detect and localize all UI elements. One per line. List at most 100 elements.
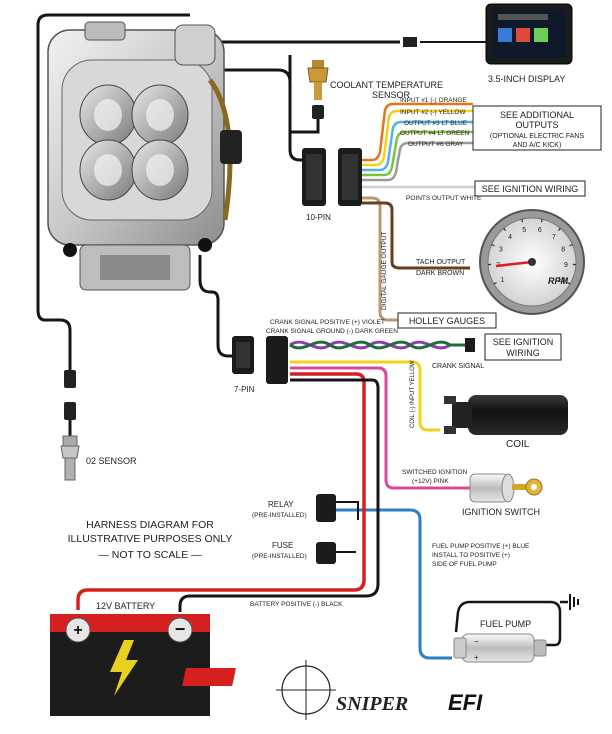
brand-logo: Holley SNIPER EFI [182, 660, 483, 720]
label-output4: OUTPUT #4 LT GREEN [400, 130, 470, 137]
gauge-number: 6 [538, 227, 542, 234]
gauge-tick [569, 244, 573, 247]
gauge-rpm-text: RPM [548, 276, 569, 286]
gauge-number: 7 [552, 234, 556, 241]
tach-gauge: 12345678910 RPM [479, 209, 585, 315]
sniper-text: SNIPER [336, 693, 408, 715]
additional-line-1: SEE ADDITIONAL [500, 110, 574, 120]
label-battery-neg: BATTERY POSITIVE (-) BLACK [250, 601, 343, 608]
holley-gauges-callout: HOLLEY GAUGES [397, 312, 497, 329]
note-line-1: HARNESS DIAGRAM FOR [86, 519, 214, 531]
ignition-wiring-callout-top: SEE IGNITION WIRING [474, 180, 586, 197]
label-input1: INPUT #1 (-) ORANGE [400, 97, 467, 104]
label-crank-pos: CRANK SIGNAL POSITIVE (+) VIOLET [270, 319, 385, 326]
relay: RELAY (PRE-INSTALLED) [252, 494, 336, 522]
ignition-wiring-callout: SEE IGNITION WIRING [484, 333, 562, 361]
label-fuel-pos-3: SIDE OF FUEL PUMP [432, 561, 497, 568]
svg-text:−: − [175, 619, 186, 639]
ignition-coil: + − COIL [444, 395, 568, 450]
throttle-body [47, 21, 242, 291]
seven-pin-connector: 7-PIN [232, 336, 288, 394]
wire-brown [362, 201, 470, 270]
wire-red [76, 372, 366, 610]
wire-blue [335, 508, 452, 660]
label-output6: OUTPUT #6 GRAY [408, 141, 464, 148]
ignition-wiring-top-label: SEE IGNITION WIRING [482, 184, 579, 194]
svg-text:+: + [73, 622, 82, 639]
wire-lt-blue [362, 120, 473, 172]
label-digital-gauge: DIGITAL GAUGE OUTPUT [381, 232, 388, 310]
additional-line-3: (OPTIONAL ELECTRIC FANS [490, 133, 585, 140]
coolant-label-1: COOLANT TEMPERATURE [330, 80, 443, 90]
fuse-sub: (PRE-INSTALLED) [252, 553, 307, 560]
gauge-number: 10 [558, 277, 566, 284]
label-output3: OUTPUT #3 LT BLUE [404, 120, 468, 127]
label-points-output: POINTS OUTPUT WHITE [406, 195, 482, 202]
label-fuel-pos-2: INSTALL TO POSITIVE (+) [432, 552, 510, 559]
gauge-tick [557, 227, 561, 231]
label-switched-1: SWITCHED IGNITION [402, 469, 468, 476]
coil-label: COIL [506, 439, 530, 450]
label-fuel-pos-1: FUEL PUMP POSITIVE (+) BLUE [432, 543, 530, 550]
gauge-number: 1 [501, 277, 505, 284]
label-tach-output: TACH OUTPUT [416, 259, 466, 266]
ignition-wiring-line-2: WIRING [506, 348, 540, 358]
label-crank-signal: CRANK SIGNAL [432, 363, 484, 370]
gauge-tick [503, 227, 507, 231]
wire-gray [362, 141, 473, 182]
svg-text:+: + [474, 653, 479, 662]
gauge-number: 4 [508, 234, 512, 241]
efi-text: EFI [448, 690, 483, 715]
gauge-number: 8 [561, 247, 565, 254]
svg-text:−: − [474, 637, 479, 646]
label-coil-input: COIL (-) INPUT YELLOW [410, 360, 416, 428]
wire-orange [362, 102, 473, 162]
holley-badge [182, 668, 237, 686]
svg-text:−: − [458, 426, 463, 435]
display-label: 3.5-INCH DISPLAY [488, 74, 565, 84]
additional-outputs-callout: SEE ADDITIONAL OUTPUTS (OPTIONAL ELECTRI… [472, 105, 602, 151]
ten-pin-connector: 10-PIN [302, 148, 362, 222]
fuel-pump-ground [454, 600, 562, 647]
note-line-2: ILLUSTRATIVE PURPOSES ONLY [68, 533, 233, 545]
holley-gauges-label: HOLLEY GAUGES [409, 316, 485, 326]
harness-note: HARNESS DIAGRAM FOR ILLUSTRATIVE PURPOSE… [68, 519, 233, 561]
wire-dark-green [289, 340, 465, 350]
note-line-3: — NOT TO SCALE — [98, 549, 202, 561]
ignition-wiring-line-1: SEE IGNITION [493, 337, 554, 347]
svg-text:+: + [458, 395, 463, 404]
ignition-switch-label: IGNITION SWITCH [462, 507, 540, 517]
gauge-tick [521, 219, 524, 223]
gauge-tick [491, 244, 495, 247]
relay-sub: (PRE-INSTALLED) [252, 512, 307, 519]
relay-label: RELAY [268, 500, 294, 509]
wire-pink [290, 366, 470, 490]
coolant-label-2: SENSOR [372, 90, 411, 100]
coolant-sensor: COOLANT TEMPERATURE SENSOR [307, 60, 443, 119]
seven-pin-feed [198, 255, 232, 358]
additional-line-2: OUTPUTS [515, 120, 558, 130]
gauge-number: 5 [522, 227, 526, 234]
o2-label: 02 SENSOR [86, 456, 137, 466]
o2-sensor-wire [36, 13, 190, 370]
wire-yellow-input [362, 109, 473, 167]
label-input2: INPUT #2 (-) YELLOW [400, 109, 466, 116]
gauge-number: 9 [564, 262, 568, 269]
ignition-switch: IGNITION SWITCH [462, 473, 543, 517]
wire-coil-yellow [290, 360, 440, 432]
battery-label: 12V BATTERY [96, 601, 155, 611]
output-labels: INPUT #1 (-) ORANGE INPUT #2 (-) YELLOW … [400, 97, 482, 202]
wire-harness [36, 13, 579, 660]
additional-line-4: AND A/C KICK) [513, 142, 562, 149]
seven-pin-label: 7-PIN [234, 385, 255, 394]
wire-tan [362, 196, 398, 322]
gauge-tick [540, 219, 543, 223]
fuel-pump: + − FUEL PUMP [453, 619, 547, 663]
fuse-label: FUSE [272, 541, 293, 550]
wire-black [178, 378, 380, 612]
ten-pin-label: 10-PIN [306, 213, 331, 222]
gauge-number: 3 [499, 247, 503, 254]
fuse: FUSE (PRE-INSTALLED) [252, 541, 336, 564]
